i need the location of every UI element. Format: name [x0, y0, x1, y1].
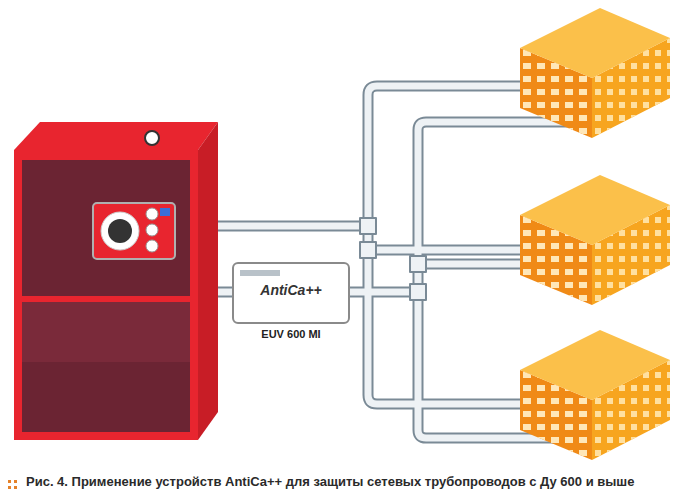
device-strip: [240, 270, 280, 276]
device-logo: AntiCa++: [240, 282, 342, 298]
boiler: [14, 122, 218, 440]
caption-bullet: [8, 480, 17, 489]
buildings: [520, 8, 670, 460]
scale-eliminator-device: AntiCa++EUV 600 MI: [232, 262, 350, 324]
figure-caption: Рис. 4. Применение устройств AntiCa++ дл…: [26, 474, 634, 489]
device-label: EUV 600 MI: [234, 328, 348, 340]
